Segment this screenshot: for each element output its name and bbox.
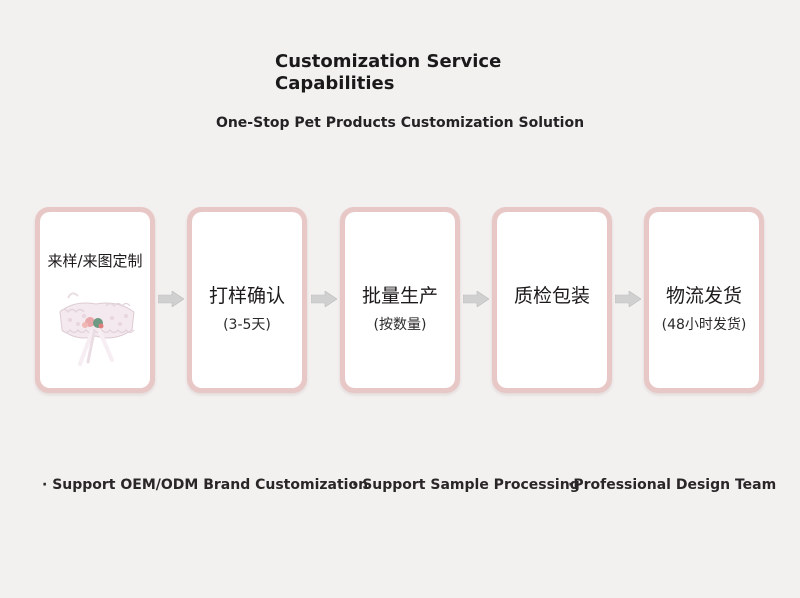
step-label: 来样/来图定制 [47,252,143,270]
step-card-logistics-shipping: 物流发货 (48小时发货) [644,207,764,393]
bullet-design-team: ·Professional Design Team [568,477,777,493]
right-arrow-icon [463,291,489,307]
step-label: 质检包装 [513,285,590,307]
step-label: 打样确认 [208,285,285,307]
step-card-sample-customization: 来样/来图定制 [35,207,155,393]
right-arrow-icon [615,291,641,307]
step-sublabel: (3-5天) [223,317,271,333]
bullet-oem-odm: · Support OEM/ODM Brand Customization [42,477,369,493]
page-subtitle: One-Stop Pet Products Customization Solu… [215,115,585,131]
step-card-mass-production: 批量生产 (按数量) [340,207,460,393]
step-card-sample-confirmation: 打样确认 (3-5天) [187,207,307,393]
step-card-quality-packaging: 质检包装 [492,207,612,393]
step-sublabel: (48小时发货) [661,317,747,333]
step-label: 批量生产 [361,285,438,307]
right-arrow-icon [311,291,337,307]
right-arrow-icon [158,291,184,307]
page-title: Customization Service Capabilities [275,51,502,94]
step-label: 物流发货 [665,285,742,307]
pet-lace-collar-image [59,292,135,366]
step-sublabel: (按数量) [373,317,427,333]
bullet-sample-processing: · Support Sample Processing [352,477,580,493]
